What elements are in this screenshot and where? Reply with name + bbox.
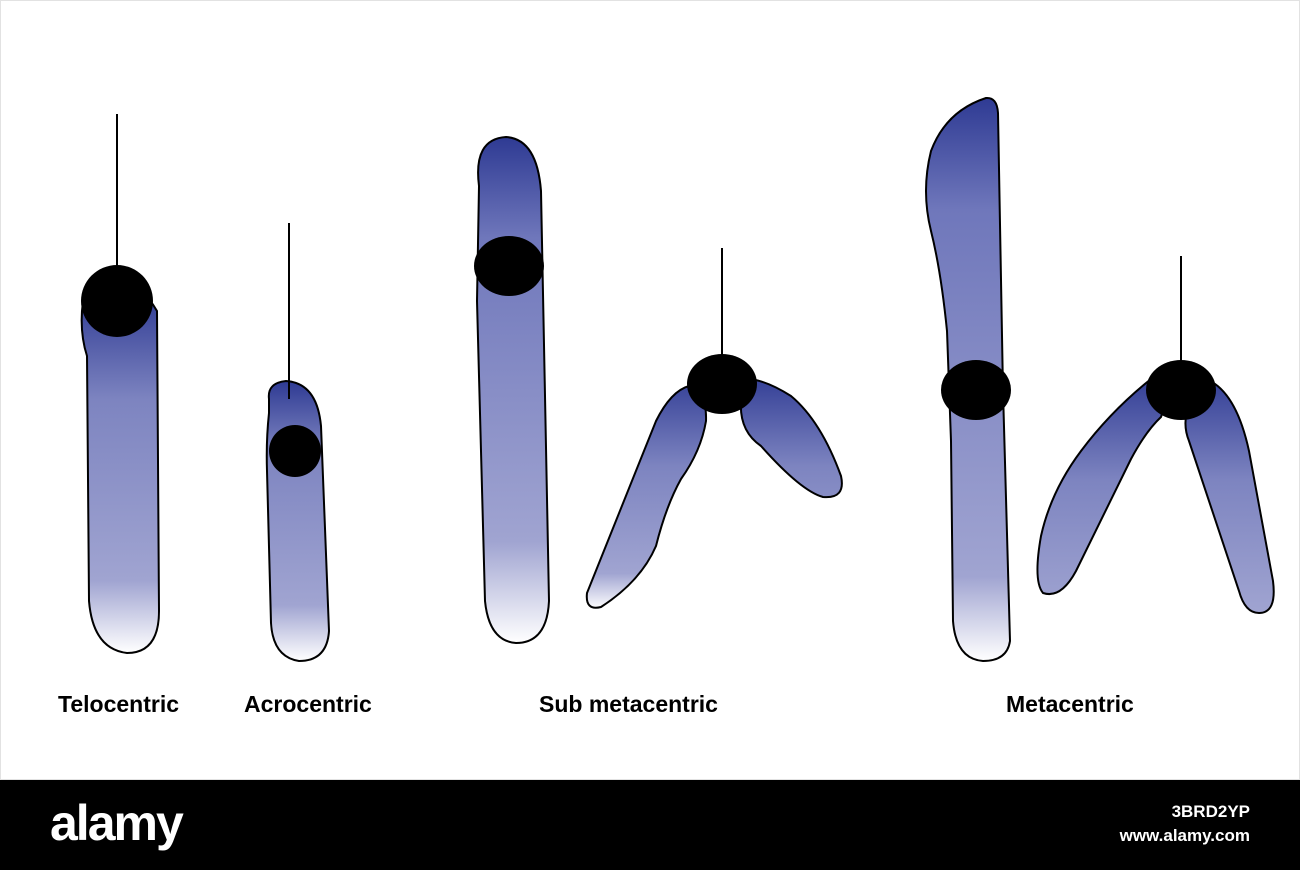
metacentric-centromere-straight: [941, 360, 1011, 420]
alamy-logo: alamy: [50, 795, 184, 851]
submetacentric-arm-straight: [475, 135, 551, 645]
metacentric-chromosome-straight: [925, 96, 1012, 663]
label-acrocentric: Acrocentric: [244, 691, 372, 717]
metacentric-centromere-bent: [1146, 360, 1216, 420]
label-telocentric: Telocentric: [58, 691, 179, 717]
submetacentric-long-arm: [585, 384, 708, 609]
submetacentric-short-arm: [739, 377, 843, 499]
telocentric-centromere: [81, 265, 153, 337]
metacentric-left-arm: [1036, 377, 1165, 595]
telocentric-chromosome: [80, 114, 161, 655]
site-url-text: www.alamy.com: [1119, 826, 1250, 845]
chromosome-types-diagram: Telocentric Acrocentric Sub metacentric …: [0, 0, 1300, 780]
diagram-canvas: [80, 96, 1275, 663]
label-submetacentric: Sub metacentric: [539, 691, 718, 717]
metacentric-chromosome-bent: [1036, 256, 1275, 615]
submetacentric-centromere-straight: [474, 236, 544, 296]
acrocentric-arm: [265, 379, 331, 663]
acrocentric-chromosome: [265, 223, 331, 663]
submetacentric-chromosome-straight: [474, 135, 551, 645]
acrocentric-centromere: [269, 425, 321, 477]
submetacentric-chromosome-bent: [585, 248, 843, 609]
watermark-footer: alamy 3BRD2YP www.alamy.com: [0, 780, 1300, 870]
metacentric-right-arm: [1184, 377, 1275, 615]
image-id-text: 3BRD2YP: [1171, 802, 1250, 821]
submetacentric-centromere-bent: [687, 354, 757, 414]
label-metacentric: Metacentric: [1006, 691, 1134, 717]
